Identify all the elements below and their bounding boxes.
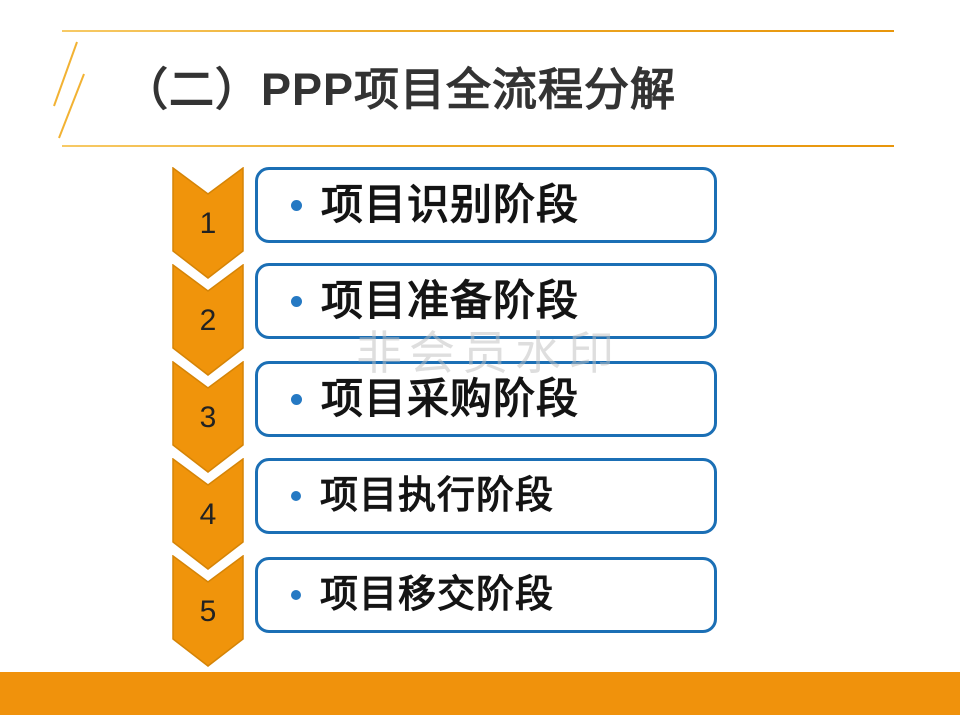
watermark: 非会员水印 <box>356 327 621 379</box>
under-title-gold-line <box>62 145 894 147</box>
bullet-icon <box>291 590 301 600</box>
step-label-5: 项目移交阶段 <box>320 574 555 616</box>
bottom-accent-bar <box>0 672 960 715</box>
bullet-icon <box>291 199 302 211</box>
step-label-1: 项目识别阶段 <box>321 181 580 228</box>
chevron-arrow-3 <box>172 361 244 473</box>
slide-title: （二）PPP项目全流程分解 <box>123 64 677 115</box>
step-label-2: 项目准备阶段 <box>321 277 580 324</box>
bullet-icon <box>291 295 302 307</box>
step-number-1: 1 <box>199 207 217 240</box>
step-number-3: 3 <box>199 401 217 434</box>
slash-decoration-icon <box>53 41 85 139</box>
step-box-4: 项目执行阶段 <box>255 458 717 534</box>
bullet-icon <box>291 491 301 501</box>
chevron-arrow-1 <box>172 167 244 279</box>
step-number-5: 5 <box>199 595 217 628</box>
top-gold-line <box>62 30 894 32</box>
step-box-5: 项目移交阶段 <box>255 557 717 633</box>
chevron-arrow-4 <box>172 458 244 570</box>
step-label-3: 项目采购阶段 <box>321 375 580 422</box>
step-number-2: 2 <box>199 304 217 337</box>
step-box-1: 项目识别阶段 <box>255 167 717 243</box>
step-box-3: 项目采购阶段 <box>255 361 717 437</box>
chevron-arrow-5 <box>172 555 244 667</box>
step-label-4: 项目执行阶段 <box>320 475 555 517</box>
step-box-2: 项目准备阶段 <box>255 263 717 339</box>
bullet-icon <box>291 393 302 405</box>
chevron-arrow-2 <box>172 264 244 376</box>
step-number-4: 4 <box>199 498 217 531</box>
